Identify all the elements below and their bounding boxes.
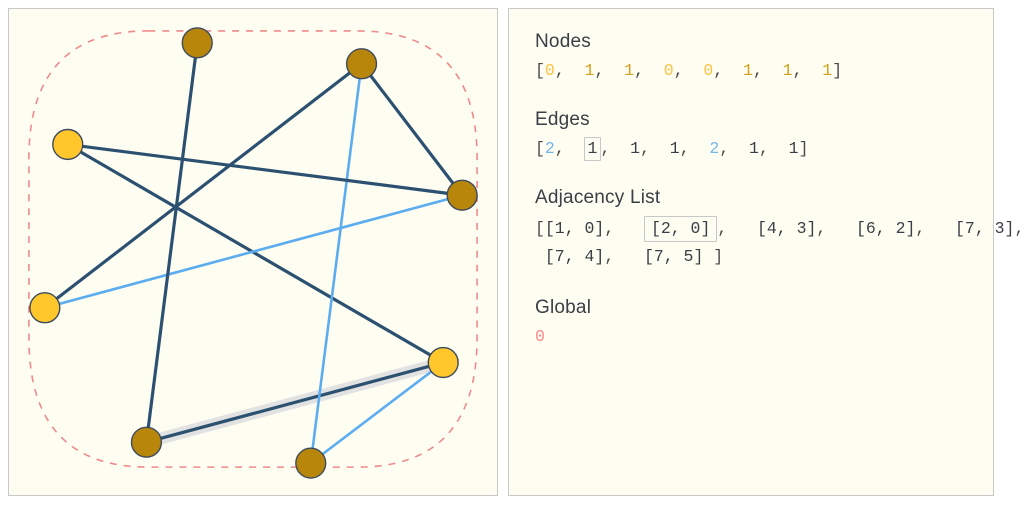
edges-item[interactable]: 1 xyxy=(788,138,799,158)
graph-node[interactable] xyxy=(52,128,84,161)
nodes-separator: , xyxy=(634,61,664,80)
graph-panel xyxy=(8,8,498,496)
edges-separator: , xyxy=(640,138,670,158)
edges-item[interactable]: 2 xyxy=(709,138,720,158)
graph-node[interactable] xyxy=(446,179,478,211)
graph-node[interactable] xyxy=(427,346,459,379)
nodes-item[interactable]: 1 xyxy=(743,61,753,80)
adjacency-separator: , xyxy=(604,218,644,238)
graph-edge[interactable] xyxy=(146,361,444,444)
adjacency-pair[interactable]: [6, 2] xyxy=(856,218,916,238)
edges-title: Edges xyxy=(535,108,590,130)
adjacency-open-bracket: [ xyxy=(535,218,545,238)
nodes-section: Nodes [0, 1, 1, 0, 0, 1, 1, 1] xyxy=(535,31,967,83)
adjacency-separator: , xyxy=(915,218,956,238)
nodes-title: Nodes xyxy=(535,31,591,52)
edges-section: Edges [2, 1, 1, 1, 2, 1, 1] xyxy=(535,109,967,161)
adjacency-title: Adjacency List xyxy=(535,186,661,208)
adjacency-pair[interactable]: [2, 0] xyxy=(643,215,718,242)
nodes-item[interactable]: 1 xyxy=(584,61,595,80)
graph-boundary-group xyxy=(28,30,478,468)
graph-node[interactable] xyxy=(181,27,213,59)
edges-separator: , xyxy=(758,138,789,158)
edges-item[interactable]: 2 xyxy=(544,138,555,158)
graph-node[interactable] xyxy=(130,426,163,458)
nodes-separator: , xyxy=(792,61,823,80)
edges-item[interactable]: 1 xyxy=(583,136,602,161)
nodes-value-list[interactable]: [0, 1, 1, 0, 0, 1, 1, 1] xyxy=(535,59,967,83)
dashed-boundary-icon xyxy=(28,30,478,468)
edges-separator: , xyxy=(679,138,710,158)
graph-edge[interactable] xyxy=(66,143,445,364)
nodes-item[interactable]: 0 xyxy=(544,61,555,80)
graph-node[interactable] xyxy=(345,48,378,80)
adjacency-row-indent xyxy=(535,247,545,266)
nodes-item[interactable]: 1 xyxy=(624,61,635,80)
edges-separator: , xyxy=(719,138,750,158)
nodes-separator: , xyxy=(594,61,625,80)
edges-open-bracket: [ xyxy=(535,138,545,158)
edges-separator: , xyxy=(554,138,585,158)
edges-item[interactable]: 1 xyxy=(749,138,759,158)
edges-item[interactable]: 1 xyxy=(630,138,641,158)
adjacency-separator: , xyxy=(1014,218,1025,238)
nodes-separator: , xyxy=(673,61,704,80)
edges-item[interactable]: 1 xyxy=(669,138,680,158)
graph-edge[interactable] xyxy=(43,62,363,310)
edges-value-list[interactable]: [2, 1, 1, 1, 2, 1, 1] xyxy=(535,136,967,161)
nodes-open-bracket: [ xyxy=(535,61,545,80)
nodes-separator: , xyxy=(752,61,783,80)
graph-edge[interactable] xyxy=(144,42,199,443)
graph-canvas[interactable] xyxy=(9,9,497,495)
nodes-separator: , xyxy=(713,61,744,80)
graph-edge[interactable] xyxy=(44,193,463,310)
nodes-item[interactable]: 0 xyxy=(663,61,674,80)
nodes-item[interactable]: 1 xyxy=(782,61,793,80)
adjacency-separator: , xyxy=(816,218,856,238)
global-section: Global 0 xyxy=(535,297,967,349)
graph-edge[interactable] xyxy=(309,63,363,464)
graph-edge[interactable] xyxy=(309,361,445,465)
nodes-close-bracket: ] xyxy=(832,61,843,80)
adjacency-value-list[interactable]: [[1, 0], [2, 0], [4, 3], [6, 2], [7, 3],… xyxy=(535,215,1024,271)
adjacency-pair[interactable]: [7, 4] xyxy=(544,246,605,266)
nodes-item[interactable]: 0 xyxy=(703,61,714,80)
graph-edge[interactable] xyxy=(360,62,464,197)
nodes-separator: , xyxy=(554,61,585,80)
edges-close-bracket: ] xyxy=(798,138,809,158)
adjacency-section: Adjacency List [[1, 0], [2, 0], [4, 3], … xyxy=(535,186,1024,271)
graph-node[interactable] xyxy=(29,292,61,324)
adjacency-pair[interactable]: [7, 3] xyxy=(955,218,1015,238)
nodes-item[interactable]: 1 xyxy=(822,61,833,80)
adjacency-separator: , xyxy=(604,246,644,266)
adjacency-pair[interactable]: [1, 0] xyxy=(544,218,605,238)
adjacency-pair[interactable]: [4, 3] xyxy=(756,218,817,238)
info-panel: Nodes [0, 1, 1, 0, 0, 1, 1, 1] Edges [2,… xyxy=(508,8,1024,496)
global-value: 0 xyxy=(535,326,545,346)
adjacency-separator: , xyxy=(717,218,757,238)
adjacency-close-bracket: ] xyxy=(703,246,724,266)
global-title: Global xyxy=(535,296,592,318)
graph-edge[interactable] xyxy=(67,142,463,197)
graph-node[interactable] xyxy=(295,447,327,479)
node-circles-group[interactable] xyxy=(29,27,478,479)
edge-lines-group[interactable] xyxy=(43,42,464,465)
adjacency-pair[interactable]: [7, 5] xyxy=(643,246,704,266)
edges-separator: , xyxy=(600,138,631,158)
